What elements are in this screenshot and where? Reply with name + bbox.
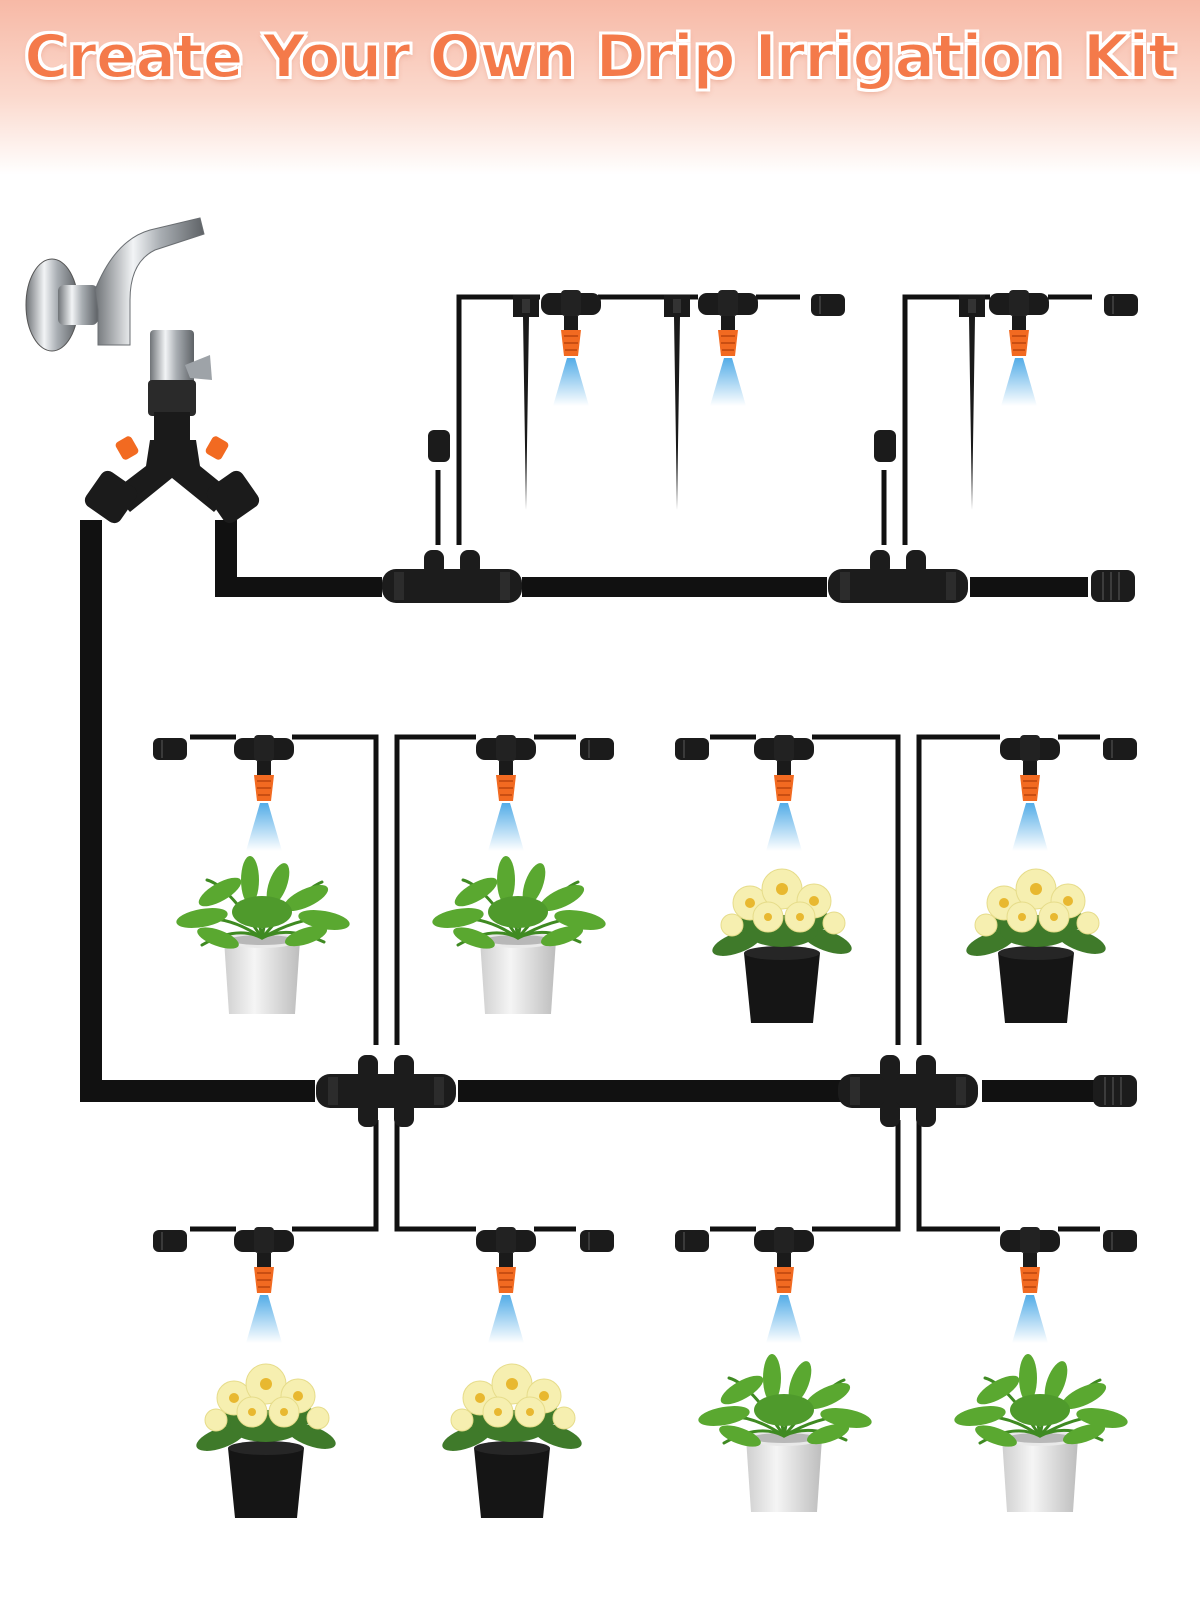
- flowering-plant-icon: [192, 1363, 340, 1519]
- tee-connector-icon: [828, 550, 968, 603]
- end-plug-icon: [428, 430, 450, 462]
- mist-nozzle-icon: [753, 1226, 815, 1344]
- end-plug-icon: [152, 1229, 188, 1253]
- flowering-plant-icon: [438, 1363, 586, 1519]
- mist-nozzle-icon: [999, 734, 1061, 852]
- header-band: [0, 0, 1200, 175]
- mist-nozzle-icon: [753, 734, 815, 852]
- faucet-icon: [25, 217, 212, 442]
- mist-nozzle-icon: [988, 289, 1050, 407]
- end-plug-icon: [152, 737, 188, 761]
- mist-nozzle-icon: [233, 734, 295, 852]
- middle-row: [152, 734, 1138, 1024]
- mist-nozzle-icon: [540, 289, 602, 407]
- end-plug-icon: [674, 1229, 710, 1253]
- tee-connector-icon: [382, 550, 522, 603]
- mist-nozzle-icon: [233, 1226, 295, 1344]
- end-plug-icon: [1103, 293, 1139, 317]
- end-plug-icon: [1102, 1229, 1138, 1253]
- end-plug-icon: [1092, 1074, 1138, 1108]
- mist-nozzle-icon: [475, 734, 537, 852]
- cross-connector-icon: [838, 1055, 978, 1127]
- end-plug-icon: [874, 430, 896, 462]
- end-plug-icon: [579, 737, 615, 761]
- mist-nozzle-icon: [475, 1226, 537, 1344]
- mist-nozzle-icon: [999, 1226, 1061, 1344]
- end-plug-icon: [1090, 569, 1136, 603]
- support-stake-icon: [664, 295, 690, 510]
- main-tubing: [80, 520, 1100, 1102]
- fern-plant-icon: [429, 854, 609, 1016]
- flowering-plant-icon: [962, 868, 1110, 1024]
- upper-main-line: [382, 289, 1139, 603]
- flowering-plant-icon: [708, 868, 856, 1024]
- end-plug-icon: [810, 293, 846, 317]
- end-plug-icon: [579, 1229, 615, 1253]
- fern-plant-icon: [951, 1352, 1131, 1514]
- support-stake-icon: [513, 295, 539, 510]
- fern-plant-icon: [695, 1352, 875, 1514]
- cross-connector-icon: [316, 1055, 456, 1127]
- end-plug-icon: [674, 737, 710, 761]
- page-title: Create Your Own Drip Irrigation Kit: [23, 21, 1178, 93]
- y-splitter-icon: [84, 436, 260, 524]
- support-stake-icon: [959, 295, 985, 510]
- end-plug-icon: [1102, 737, 1138, 761]
- bottom-row: [152, 1226, 1138, 1519]
- mist-nozzle-icon: [697, 289, 759, 407]
- fern-plant-icon: [173, 854, 353, 1016]
